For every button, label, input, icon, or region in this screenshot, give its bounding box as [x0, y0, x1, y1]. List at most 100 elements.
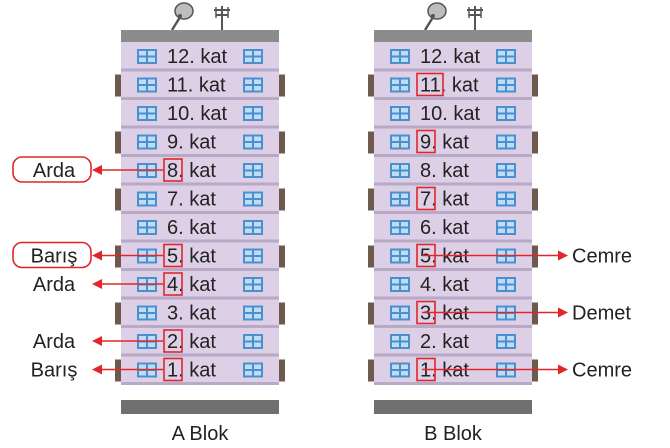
- window-icon: [137, 305, 157, 321]
- window-icon: [390, 49, 410, 64]
- shutter: [279, 131, 285, 154]
- resident-name: Barış: [31, 246, 78, 268]
- window-icon: [390, 134, 410, 150]
- resident-name-box: [12, 156, 92, 183]
- floor-label: 5. kat: [420, 246, 469, 268]
- shutter: [368, 302, 374, 325]
- window-icon: [243, 362, 263, 378]
- window-icon: [243, 77, 263, 93]
- satellite-dish-icon: [170, 2, 194, 31]
- shutter: [279, 302, 285, 325]
- window-icon: [496, 220, 516, 235]
- floor-label: 6. kat: [167, 217, 216, 239]
- resident-name: Cemre: [572, 360, 632, 382]
- window-icon: [243, 305, 263, 321]
- shutter: [279, 74, 285, 97]
- satellite-dish-icon: [423, 2, 447, 31]
- resident-name: Barış: [31, 360, 78, 382]
- window-icon: [137, 77, 157, 93]
- floor-label: 8. kat: [167, 160, 216, 182]
- window-icon: [243, 49, 263, 64]
- floor-divider: [374, 296, 532, 300]
- roof: [374, 30, 532, 42]
- window-icon: [390, 77, 410, 93]
- shutter: [115, 74, 121, 97]
- window-icon: [390, 277, 410, 292]
- floor-divider: [121, 68, 279, 72]
- floor-divider: [374, 382, 532, 385]
- resident-arrow: Arda: [12, 156, 163, 183]
- resident-name-box: [12, 241, 92, 269]
- floor-divider: [121, 125, 279, 129]
- arrowhead: [558, 364, 568, 375]
- floor-divider: [374, 353, 532, 357]
- floor-label: 6. kat: [420, 217, 469, 239]
- base: [121, 400, 279, 414]
- arrowhead: [92, 364, 102, 375]
- floor-divider: [121, 325, 279, 328]
- floor-divider: [374, 125, 532, 129]
- arrowhead: [92, 336, 102, 346]
- arrowhead: [92, 279, 102, 289]
- window-icon: [496, 77, 516, 93]
- base: [374, 400, 532, 414]
- floor-label: 2. kat: [167, 331, 216, 353]
- floor-label: 9. kat: [167, 132, 216, 154]
- resident-name: Arda: [33, 331, 76, 353]
- window-icon: [243, 248, 263, 264]
- floor-divider: [121, 154, 279, 157]
- window-icon: [137, 49, 157, 64]
- window-icon: [496, 106, 516, 121]
- antenna-icon: [214, 6, 230, 30]
- shutter: [115, 188, 121, 211]
- window-icon: [243, 277, 263, 292]
- floor-label: 12. kat: [167, 46, 227, 68]
- arrowhead: [92, 165, 102, 175]
- floor-divider: [121, 239, 279, 243]
- shutter: [279, 188, 285, 211]
- floor-divider: [374, 154, 532, 157]
- shutter: [368, 188, 374, 211]
- shutter: [279, 245, 285, 268]
- resident-arrow: Barış: [12, 241, 163, 269]
- floor-divider: [121, 182, 279, 186]
- floor-label: 4. kat: [167, 274, 216, 296]
- resident-arrow: Arda: [33, 331, 163, 353]
- floor-number-highlight: [163, 357, 183, 382]
- window-icon: [390, 362, 410, 378]
- floor-label: 8. kat: [420, 160, 469, 182]
- floor-number-highlight: [163, 329, 183, 353]
- window-icon: [496, 134, 516, 150]
- floor-label: 3. kat: [167, 303, 216, 325]
- floor-divider: [121, 382, 279, 385]
- floor-number-highlight: [416, 72, 444, 97]
- arrowhead: [92, 250, 102, 261]
- resident-arrow: Cemre: [422, 360, 632, 382]
- shutter: [532, 245, 538, 268]
- window-icon: [496, 277, 516, 292]
- resident-name: Cemre: [572, 246, 632, 268]
- floor-label: 10. kat: [167, 103, 227, 125]
- floor-divider: [374, 325, 532, 328]
- window-icon: [496, 334, 516, 349]
- floor-divider: [374, 97, 532, 100]
- window-icon: [496, 49, 516, 64]
- window-icon: [390, 220, 410, 235]
- window-icon: [243, 191, 263, 207]
- window-icon: [137, 220, 157, 235]
- shutter: [115, 359, 121, 382]
- floor-label: 7. kat: [167, 189, 216, 211]
- floor-divider: [374, 239, 532, 243]
- window-icon: [390, 163, 410, 178]
- window-icon: [243, 134, 263, 150]
- shutter: [368, 74, 374, 97]
- floor-label: 7. kat: [420, 189, 469, 211]
- resident-arrow: Barış: [31, 360, 163, 382]
- roof: [121, 30, 279, 42]
- floor-label: 3. kat: [420, 303, 469, 325]
- window-icon: [390, 248, 410, 264]
- antenna-icon: [467, 6, 483, 30]
- resident-name: Arda: [33, 160, 76, 182]
